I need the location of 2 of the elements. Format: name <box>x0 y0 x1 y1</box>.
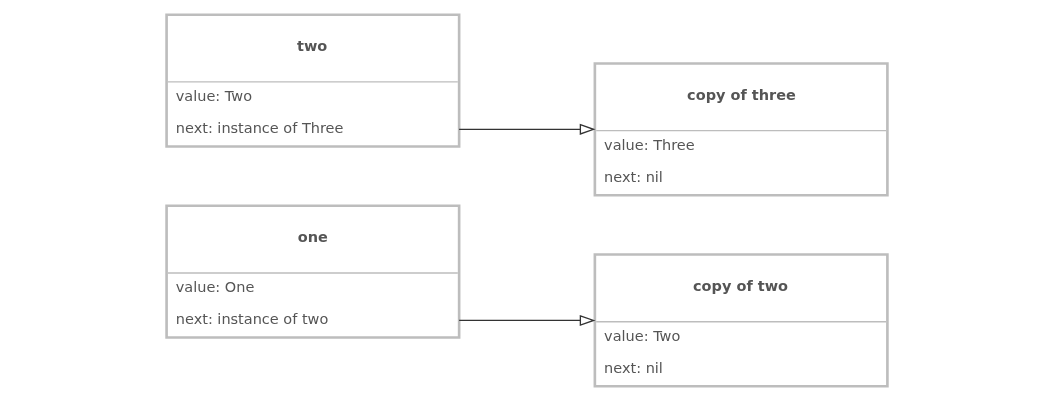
arrow <box>458 123 596 135</box>
arrow <box>458 314 596 326</box>
